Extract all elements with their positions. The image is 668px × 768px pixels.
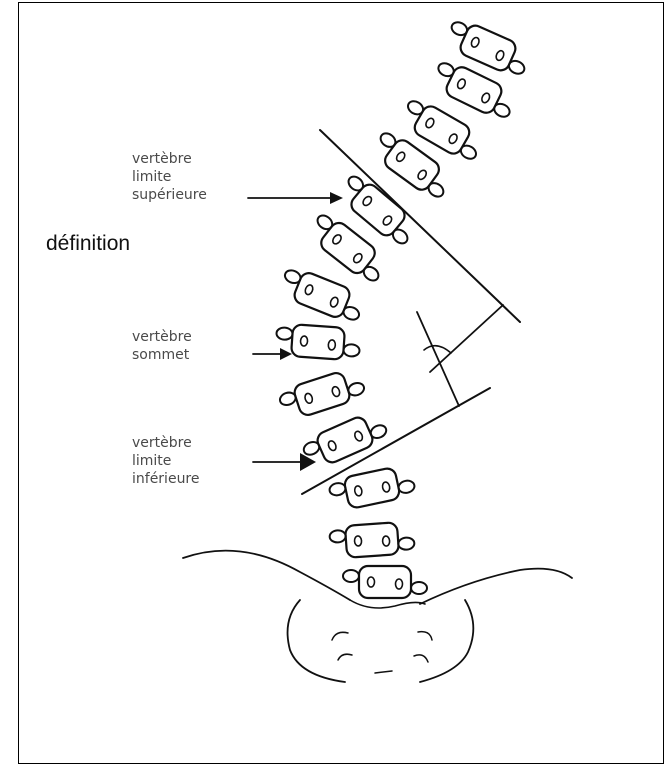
pelvis — [183, 551, 572, 682]
upper-perpendicular — [430, 305, 503, 372]
definition-text: définition — [46, 232, 130, 256]
vertebra — [277, 264, 367, 325]
vertebra — [343, 566, 427, 598]
vertebrae-column — [275, 16, 533, 598]
label-apex-vertebra: vertèbre sommet — [132, 328, 192, 364]
label-upper-vertebra: vertèbre limite supérieure — [132, 150, 207, 204]
label-lower-vertebra: vertèbre limite inférieure — [132, 434, 200, 488]
arrow-apex — [253, 348, 292, 360]
arrow-upper — [248, 192, 343, 204]
cobb-angle-arc — [424, 346, 451, 353]
vertebra — [329, 521, 415, 559]
lower-perpendicular — [417, 312, 459, 406]
vertebra — [398, 95, 487, 165]
vertebra — [277, 366, 367, 422]
arrow-lower — [253, 453, 316, 471]
